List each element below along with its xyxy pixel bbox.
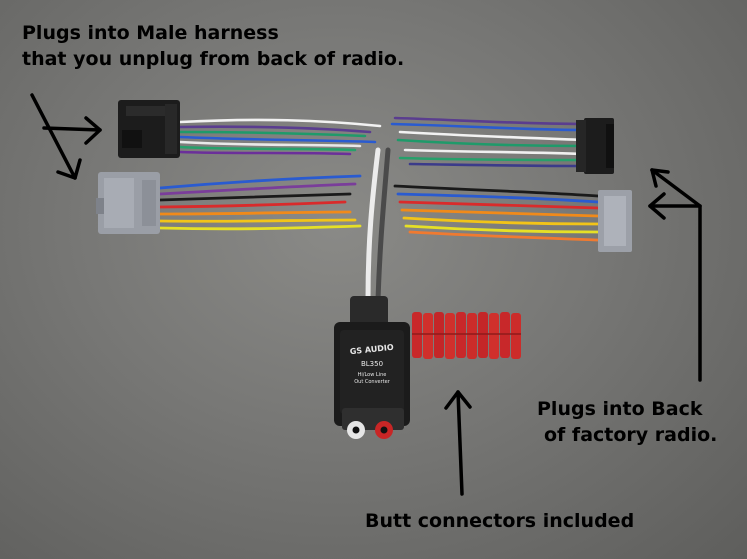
- male-harness-connector: [118, 100, 180, 158]
- module-subtitle-2: Out Converter: [354, 379, 391, 385]
- lower-wire-bundle: [158, 174, 600, 242]
- arrow-to-factory-radio: [648, 168, 702, 382]
- butt-connectors-caption-text: Butt connectors included: [365, 510, 635, 532]
- male-harness-caption: Plugs into Male harness that you unplug …: [22, 20, 404, 72]
- arrow-to-male-harness: [30, 93, 102, 180]
- factory-radio-caption-line1: Plugs into Back: [537, 398, 703, 420]
- converter-lead: [365, 147, 391, 303]
- factory-radio-black-connector: [576, 118, 614, 174]
- upper-wire-bundle: [178, 116, 587, 168]
- male-harness-caption-line1: Plugs into Male harness: [22, 22, 279, 44]
- butt-connectors-caption: Butt connectors included: [365, 508, 634, 534]
- factory-radio-caption-line2: of factory radio.: [544, 424, 718, 446]
- factory-radio-caption: Plugs into Back of factory radio.: [537, 396, 717, 448]
- arrow-to-butt-connectors: [444, 390, 472, 496]
- module-model: BL350: [361, 360, 383, 368]
- male-harness-caption-line2: that you unplug from back of radio.: [22, 48, 405, 70]
- line-output-converter: GS AUDIO BL350 Hi/Low Line Out Converter: [334, 296, 410, 439]
- grey-harness-connector: [96, 172, 160, 234]
- module-subtitle-1: Hi/Low Line: [358, 372, 387, 378]
- butt-connectors: [412, 312, 521, 359]
- factory-radio-grey-connector: [598, 190, 632, 252]
